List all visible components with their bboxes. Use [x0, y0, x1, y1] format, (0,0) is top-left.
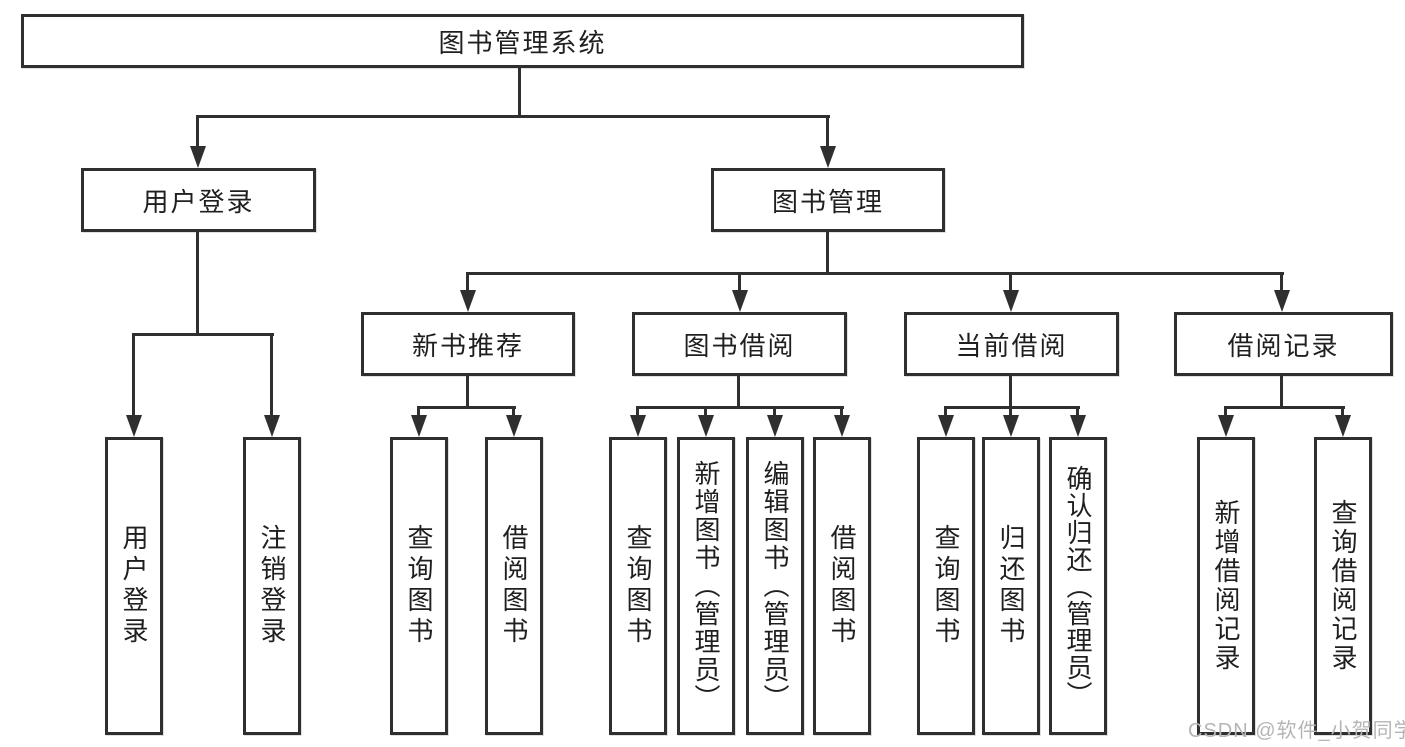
connector-current-borrowing-bar [944, 406, 1080, 409]
leaf-query-books-recommend-label: 查询图书 [404, 524, 434, 648]
connector-root-bar [196, 115, 830, 118]
leaf-borrow-books-borrowing-label: 借阅图书 [827, 524, 857, 648]
connector-drop [1009, 406, 1012, 420]
arrowhead [938, 415, 954, 437]
root-node: 图书管理系统 [21, 14, 1024, 68]
arrowhead [732, 290, 748, 312]
connector-book-management-stem [826, 230, 829, 275]
connector-drop [1076, 406, 1079, 420]
leaf-add-borrow-record: 新增借阅记录 [1197, 437, 1255, 735]
branch-book-management-label: 图书管理 [771, 186, 884, 217]
root-node-label: 图书管理系统 [438, 27, 607, 58]
connector-user-login-bar [132, 333, 274, 336]
leaf-user-login: 用户登录 [105, 437, 163, 735]
connector-new-book-recommend-stem [466, 374, 469, 409]
branch-user-login-label: 用户登录 [142, 186, 255, 217]
arrowhead [190, 146, 206, 168]
connector-drop-user-login [196, 115, 199, 148]
connector-current-borrowing-stem [1009, 374, 1012, 409]
connector-drop [704, 406, 707, 420]
section-current-borrowing: 当前借阅 [904, 312, 1119, 376]
leaf-return-books: 归还图书 [982, 437, 1040, 735]
arrowhead [1003, 415, 1019, 437]
section-new-book-recommend: 新书推荐 [361, 312, 575, 376]
arrowhead [767, 415, 783, 437]
leaf-logout: 注销登录 [243, 437, 301, 735]
leaf-query-books-recommend: 查询图书 [390, 437, 448, 735]
leaf-confirm-return-admin-label: 确认归还（管理员） [1063, 464, 1093, 708]
arrowhead [834, 415, 850, 437]
arrowhead [460, 290, 476, 312]
connector-borrow-records-bar [1224, 406, 1345, 409]
leaf-add-book-admin: 新增图书（管理员） [677, 437, 735, 735]
arrowhead [126, 415, 142, 437]
connector-drop-book-management [826, 115, 829, 148]
arrowhead [1070, 415, 1086, 437]
arrowhead [411, 415, 427, 437]
arrowhead [630, 415, 646, 437]
section-borrow-records: 借阅记录 [1174, 312, 1393, 376]
connector-drop-borrow-records [1280, 272, 1283, 293]
leaf-add-book-admin-label: 新增图书（管理员） [691, 460, 721, 712]
connector-book-borrowing-bar [636, 406, 844, 409]
arrowhead [820, 146, 836, 168]
connector-drop-leaf-logout [270, 333, 273, 418]
leaf-query-books-borrowing-label: 查询图书 [623, 524, 653, 648]
branch-book-management: 图书管理 [711, 168, 945, 232]
arrowhead [264, 415, 280, 437]
connector-drop-new-book-recommend [466, 272, 469, 293]
section-book-borrowing-label: 图书借阅 [683, 330, 796, 361]
arrowhead [1335, 415, 1351, 437]
connector-book-management-bar [466, 272, 1284, 275]
leaf-borrow-books-recommend-label: 借阅图书 [499, 524, 529, 648]
leaf-query-books-current-label: 查询图书 [931, 524, 961, 648]
branch-user-login: 用户登录 [81, 168, 316, 232]
arrowhead [1003, 290, 1019, 312]
connector-drop [512, 406, 515, 420]
arrowhead [506, 415, 522, 437]
connector-drop-current-borrowing [1009, 272, 1012, 293]
section-book-borrowing: 图书借阅 [632, 312, 847, 376]
leaf-add-borrow-record-label: 新增借阅记录 [1211, 499, 1241, 673]
connector-drop-leaf-user-login [132, 333, 135, 418]
section-borrow-records-label: 借阅记录 [1227, 330, 1340, 361]
connector-drop [944, 406, 947, 420]
leaf-edit-book-admin-label: 编辑图书（管理员） [760, 460, 790, 712]
connector-book-borrowing-stem [737, 374, 740, 409]
arrowhead [698, 415, 714, 437]
connector-user-login-stem [196, 230, 199, 336]
section-current-borrowing-label: 当前借阅 [955, 330, 1068, 361]
leaf-query-borrow-record-label: 查询借阅记录 [1328, 499, 1358, 673]
leaf-query-borrow-record: 查询借阅记录 [1314, 437, 1372, 735]
leaf-borrow-books-recommend: 借阅图书 [485, 437, 543, 735]
arrowhead [1218, 415, 1234, 437]
arrowhead [1274, 290, 1290, 312]
leaf-return-books-label: 归还图书 [996, 524, 1026, 648]
connector-drop [636, 406, 639, 420]
connector-drop [773, 406, 776, 420]
leaf-query-books-borrowing: 查询图书 [609, 437, 667, 735]
connector-drop [417, 406, 420, 420]
leaf-edit-book-admin: 编辑图书（管理员） [746, 437, 804, 735]
leaf-query-books-current: 查询图书 [917, 437, 975, 735]
connector-drop [1224, 406, 1227, 420]
connector-drop-book-borrowing [738, 272, 741, 293]
connector-borrow-records-stem [1280, 374, 1283, 409]
connector-root-stem [518, 66, 521, 118]
connector-drop [1341, 406, 1344, 420]
leaf-borrow-books-borrowing: 借阅图书 [813, 437, 871, 735]
csdn-watermark: CSDN @软件_小贺同学 [1188, 720, 1405, 742]
leaf-logout-label: 注销登录 [257, 524, 287, 648]
section-new-book-recommend-label: 新书推荐 [411, 330, 524, 361]
leaf-user-login-label: 用户登录 [119, 524, 149, 648]
connector-drop [840, 406, 843, 420]
connector-new-book-recommend-bar [417, 406, 516, 409]
leaf-confirm-return-admin: 确认归还（管理员） [1049, 437, 1107, 735]
